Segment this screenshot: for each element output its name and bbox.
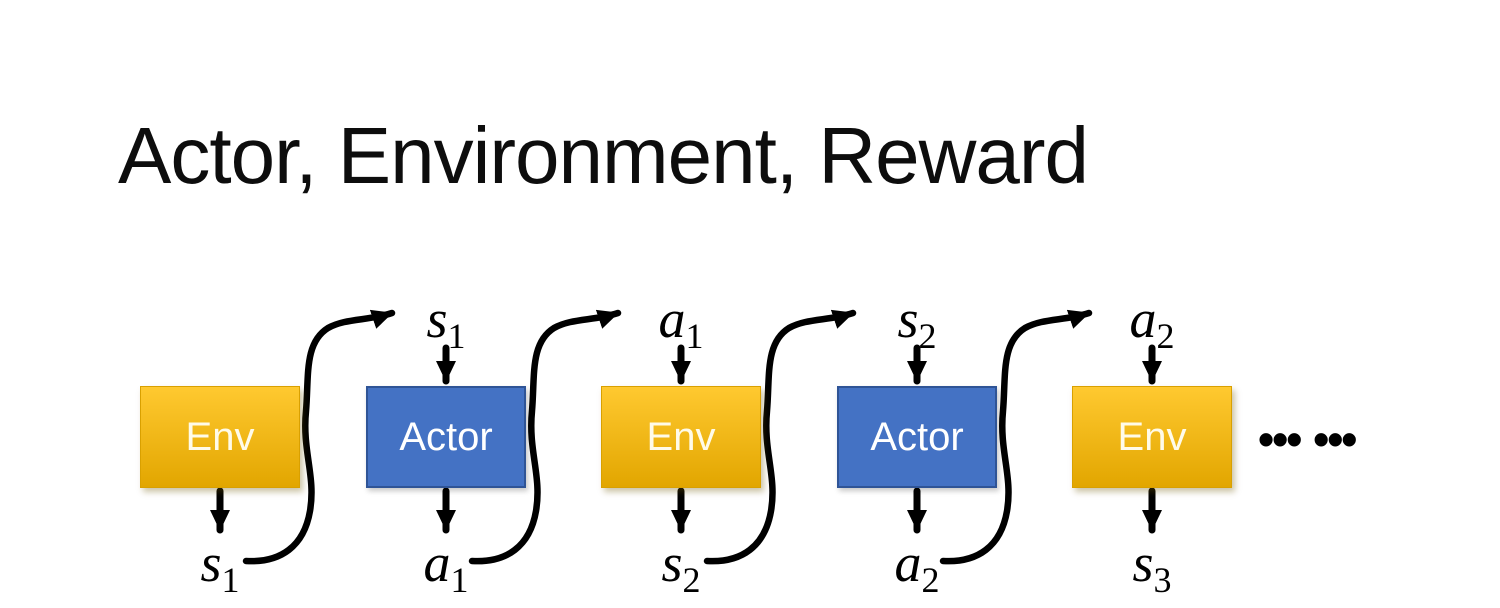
env-box-3: Env [1072, 386, 1232, 488]
label-s2-top-sub: 2 [918, 316, 937, 356]
curve-a1-to-env [468, 309, 622, 565]
label-a1-bottom-sub: 1 [450, 560, 469, 600]
actor-box-2: Actor [837, 386, 997, 488]
env-box-1: Env [140, 386, 300, 488]
label-s1-bottom-base: s [200, 533, 222, 593]
label-a1-bottom: a1 [424, 536, 469, 598]
curve-s2-to-actor [703, 309, 857, 565]
env-box-2: Env [601, 386, 761, 488]
label-a2-bottom-base: a [894, 533, 922, 593]
label-s3-bottom-base: s [1132, 533, 1154, 593]
label-s2-bottom: s2 [661, 536, 700, 598]
actor-box-1: Actor [366, 386, 526, 488]
label-s1-top-base: s [426, 289, 448, 349]
label-s2-top-base: s [897, 289, 919, 349]
label-s1-bottom: s1 [200, 536, 239, 598]
label-a2-top-base: a [1129, 289, 1157, 349]
label-s2-bottom-sub: 2 [682, 560, 701, 600]
label-a1-top-sub: 1 [685, 316, 704, 356]
label-s1-top: s1 [426, 292, 465, 354]
label-a1-top: a1 [659, 292, 704, 354]
label-a1-top-base: a [658, 289, 686, 349]
continuation-ellipsis: ••• ••• [1258, 413, 1357, 465]
curve-a2-to-env [939, 309, 1093, 565]
curve-s1-to-actor [242, 309, 396, 565]
label-s3-bottom-sub: 3 [1153, 560, 1172, 600]
env-box-1-label: Env [185, 415, 255, 459]
env-box-3-label: Env [1117, 415, 1187, 459]
label-a2-top: a2 [1130, 292, 1175, 354]
actor-box-2-label: Actor [870, 415, 964, 459]
label-a2-bottom-sub: 2 [921, 560, 940, 600]
label-s2-bottom-base: s [661, 533, 683, 593]
slide-title: Actor, Environment, Reward [118, 111, 1089, 200]
label-a2-top-sub: 2 [1156, 316, 1175, 356]
actor-box-1-label: Actor [399, 415, 493, 459]
env-box-2-label: Env [646, 415, 716, 459]
label-s1-bottom-sub: 1 [221, 560, 240, 600]
label-s1-top-sub: 1 [447, 316, 466, 356]
label-s3-bottom: s3 [1132, 536, 1171, 598]
label-a1-bottom-base: a [423, 533, 451, 593]
label-a2-bottom: a2 [895, 536, 940, 598]
label-s2-top: s2 [897, 292, 936, 354]
